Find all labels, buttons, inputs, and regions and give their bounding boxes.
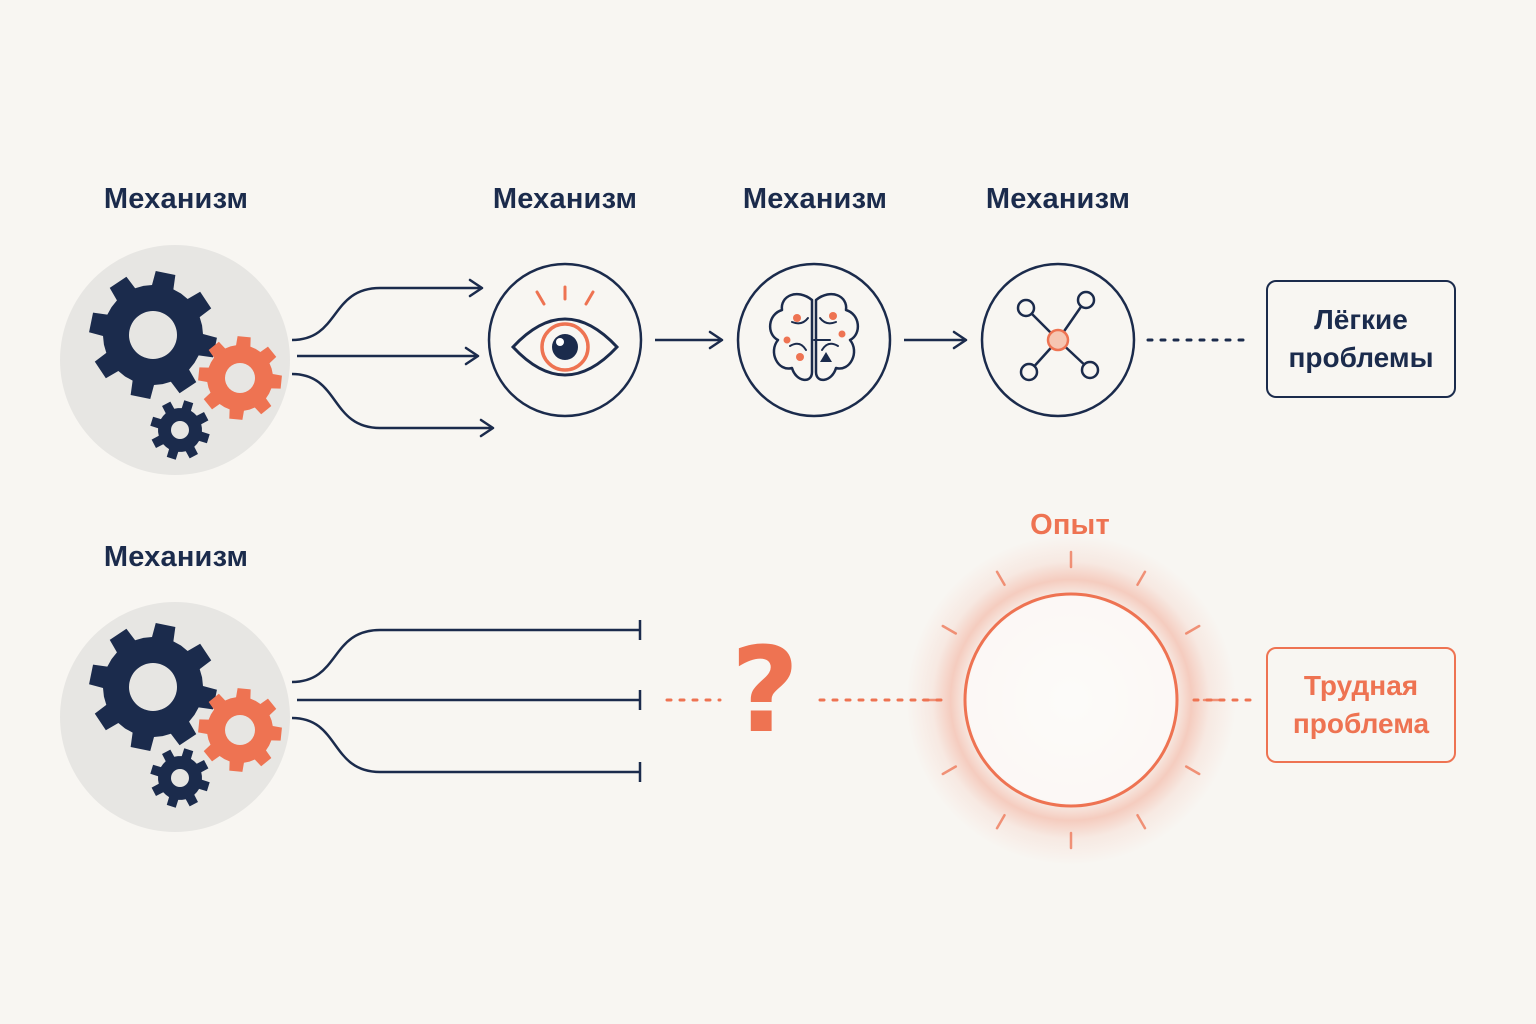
gear-small-hole xyxy=(171,421,189,439)
glow-ray xyxy=(995,570,1006,587)
easy-problems-line1: Лёгкие xyxy=(1314,304,1408,335)
hard-problem-line1: Трудная xyxy=(1303,670,1419,701)
gear-large-hole xyxy=(129,663,177,711)
mechanism-label-3: Механизм xyxy=(742,183,888,215)
gear-medium-accent-hole xyxy=(225,715,255,745)
easy-problems-line2: проблемы xyxy=(1288,342,1434,373)
mechanism-label-4: Механизм xyxy=(985,183,1131,215)
gear-small-hole xyxy=(171,769,189,787)
hard-problem-box: Трудная проблема xyxy=(1266,647,1456,763)
gears-icon-bottom xyxy=(60,602,290,832)
brain-icon xyxy=(736,262,892,418)
glow-ray xyxy=(995,813,1006,830)
blocked-branches-bottom xyxy=(291,620,642,782)
glowing-circle-icon xyxy=(906,535,1236,865)
eye-icon xyxy=(487,262,643,418)
gear-medium-accent-hole xyxy=(225,363,255,393)
gear-large-hole xyxy=(129,311,177,359)
gears-icon-top xyxy=(60,245,290,475)
easy-problems-box: Лёгкие проблемы xyxy=(1266,280,1456,398)
hard-problem-line2: проблема xyxy=(1292,708,1430,739)
glow-ray xyxy=(1136,813,1147,830)
experience-label: Опыт xyxy=(1030,509,1110,541)
glow-ray xyxy=(941,624,958,635)
glow-ray xyxy=(1184,624,1201,635)
branch-arrows-top xyxy=(291,278,495,438)
mechanism-label-1: Механизм xyxy=(103,183,249,215)
glow-ray xyxy=(1184,765,1201,776)
mechanism-label-bottom: Механизм xyxy=(103,541,249,573)
question-mark: ? xyxy=(730,621,800,759)
glow-ray xyxy=(941,765,958,776)
network-icon xyxy=(980,262,1136,418)
glow-ray xyxy=(1136,570,1147,587)
mechanism-label-2: Механизм xyxy=(492,183,638,215)
